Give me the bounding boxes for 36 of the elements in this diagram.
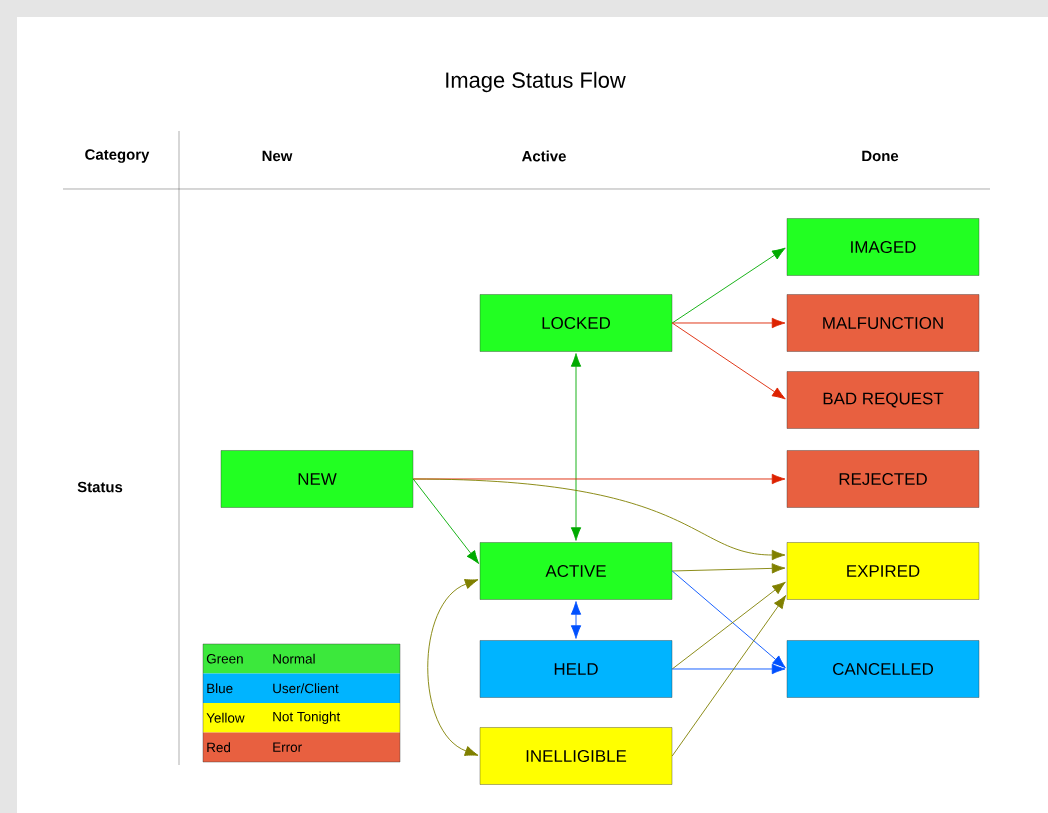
status-box: MALFUNCTION bbox=[786, 294, 980, 352]
status-box: HELD bbox=[479, 640, 673, 698]
arrow bbox=[412, 478, 786, 561]
arrow bbox=[427, 579, 479, 756]
arrow bbox=[570, 353, 582, 541]
column-header: Category bbox=[85, 149, 150, 163]
legend-label: User/Client bbox=[273, 683, 339, 694]
column-header: Active bbox=[521, 150, 566, 162]
arrow bbox=[671, 663, 786, 675]
arrow bbox=[671, 317, 786, 329]
status-box: NEW bbox=[220, 450, 414, 508]
legend-label: Error bbox=[273, 742, 302, 752]
legend-color-name: Blue bbox=[207, 683, 233, 694]
status-box: IMAGED bbox=[786, 218, 980, 276]
arrow bbox=[412, 478, 480, 564]
title: Image Status Flow bbox=[446, 71, 626, 93]
arrow bbox=[671, 322, 786, 400]
status-box: REJECTED bbox=[786, 450, 980, 508]
status-box: BAD REQUEST bbox=[786, 371, 980, 429]
status-box: EXPIRED bbox=[786, 542, 980, 600]
status-box: CANCELLED bbox=[786, 640, 980, 698]
row-header: Status bbox=[77, 481, 123, 493]
column-header: Done bbox=[862, 150, 899, 162]
status-box: LOCKED bbox=[479, 294, 673, 352]
legend-label: Normal bbox=[273, 653, 315, 664]
status-box: INELLIGIBLE bbox=[479, 727, 673, 785]
legend-color-name: Yellow bbox=[206, 712, 245, 723]
status-box: ACTIVE bbox=[479, 542, 673, 600]
legend-color-name: Red bbox=[207, 742, 230, 753]
arrow bbox=[671, 563, 786, 574]
legend-color-name: Green bbox=[206, 654, 243, 664]
arrow bbox=[570, 601, 582, 639]
arrow bbox=[671, 595, 787, 757]
legend-label: Not Tonight bbox=[273, 711, 341, 724]
column-header: New bbox=[262, 150, 293, 162]
arrow bbox=[671, 247, 786, 324]
